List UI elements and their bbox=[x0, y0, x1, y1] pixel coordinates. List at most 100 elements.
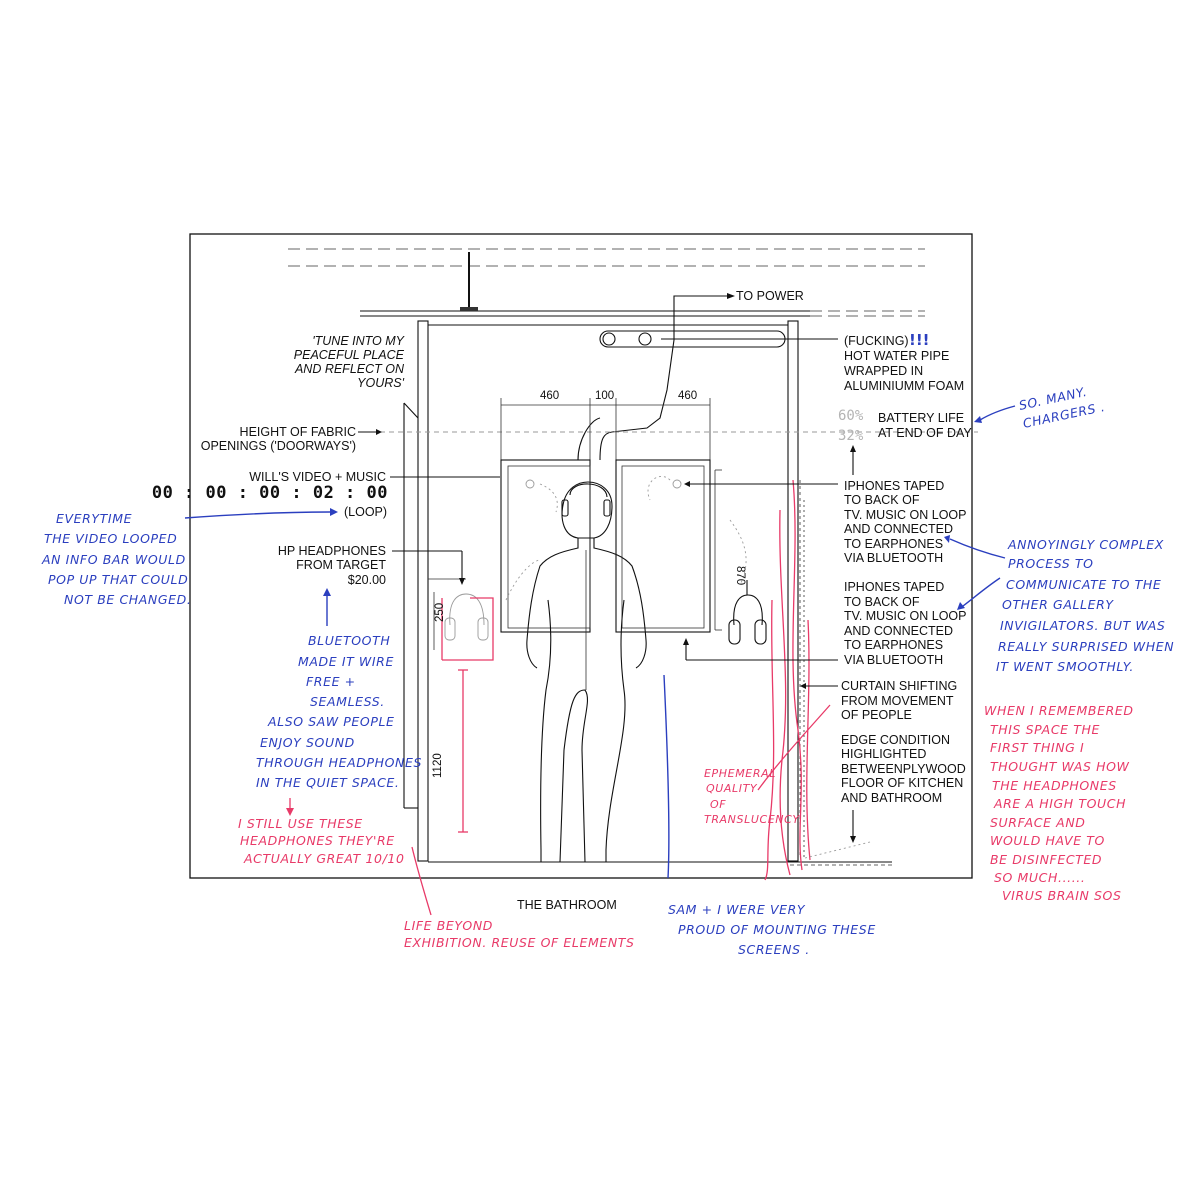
bluetooth-7: THROUGH HEADPHONES bbox=[256, 755, 422, 770]
ephemeral-4: TRANSLUCENCY bbox=[704, 813, 800, 826]
iphones1-line-3: TV. MUSIC ON LOOP bbox=[844, 508, 966, 522]
ephemeral-3: OF bbox=[710, 798, 726, 811]
bluetooth-1: BLUETOOTH bbox=[308, 633, 390, 648]
dim-250: 250 bbox=[434, 603, 446, 622]
when-10: SO MUCH...... bbox=[994, 870, 1085, 885]
hot-water-prefix: (FUCKING) bbox=[844, 334, 909, 348]
dim-870: 870 bbox=[734, 566, 746, 585]
battery-60: 60% bbox=[838, 408, 864, 424]
curtain-line-2: FROM MOVEMENT bbox=[841, 694, 954, 708]
dimension-top bbox=[500, 398, 711, 470]
iphones2-line-2: TO BACK OF bbox=[844, 595, 920, 609]
edge-line-3: BETWEENPLYWOOD bbox=[841, 762, 966, 776]
battery-line-2: AT END OF DAY bbox=[878, 426, 972, 440]
when-1: WHEN I REMEMBERED bbox=[984, 703, 1134, 718]
screens bbox=[500, 459, 747, 633]
drawing-frame bbox=[189, 233, 973, 879]
booth-walls bbox=[403, 320, 799, 862]
red-pen-lines bbox=[286, 597, 831, 916]
bluetooth-8: IN THE QUIET SPACE. bbox=[256, 775, 400, 790]
sam-2: PROUD OF MOUNTING THESE bbox=[678, 922, 876, 937]
to-power-label: TO POWER bbox=[736, 289, 804, 303]
when-3: FIRST THING I bbox=[990, 740, 1084, 755]
iphones1-line-6: VIA BLUETOOTH bbox=[844, 551, 943, 565]
bluetooth-2: MADE IT WIRE bbox=[298, 654, 394, 669]
headphones-right bbox=[728, 580, 767, 645]
sam-3: SCREENS . bbox=[738, 942, 810, 957]
dim-460-left: 460 bbox=[540, 390, 559, 402]
hot-water-line-1: HOT WATER PIPE bbox=[844, 349, 949, 363]
curtain-line-1: CURTAIN SHIFTING bbox=[841, 679, 957, 693]
when-11: VIRUS BRAIN SOS bbox=[1002, 888, 1122, 903]
still-use-2: HEADPHONES THEY'RE bbox=[240, 833, 395, 848]
fabric-line-1: HEIGHT OF FABRIC bbox=[240, 425, 356, 439]
edge-line-1: EDGE CONDITION bbox=[841, 733, 950, 747]
fabric-line-2: OPENINGS ('DOORWAYS') bbox=[201, 439, 356, 453]
everytime-1: EVERYTIME bbox=[56, 511, 132, 526]
still-use-1: I STILL USE THESE bbox=[238, 816, 363, 831]
quote-line-1: 'TUNE INTO MY bbox=[312, 334, 405, 348]
iphones1-line-5: TO EARPHONES bbox=[844, 537, 943, 551]
bluetooth-4: SEAMLESS. bbox=[310, 694, 385, 709]
iphones2-line-3: TV. MUSIC ON LOOP bbox=[844, 609, 966, 623]
leader-lines bbox=[358, 429, 856, 843]
headphones-left bbox=[428, 578, 489, 650]
iphones2-line-1: IPHONES TAPED bbox=[844, 580, 944, 594]
hot-water-line-3: ALUMINIUMM FOAM bbox=[844, 379, 964, 393]
quote-line-3: AND REFLECT ON bbox=[294, 362, 405, 376]
dim-100: 100 bbox=[595, 390, 614, 402]
still-use-3: ACTUALLY GREAT 10/10 bbox=[243, 851, 405, 866]
edge-line-2: HIGHLIGHTED bbox=[841, 747, 926, 761]
ceiling-lines bbox=[288, 248, 925, 317]
when-4: THOUGHT WAS HOW bbox=[990, 759, 1130, 774]
video-loop: (LOOP) bbox=[344, 505, 387, 519]
when-9: BE DISINFECTED bbox=[990, 852, 1102, 867]
everytime-2: THE VIDEO LOOPED bbox=[44, 531, 177, 546]
edge-line-4: FLOOR OF KITCHEN bbox=[841, 776, 963, 790]
when-5: THE HEADPHONES bbox=[992, 778, 1117, 793]
curtain bbox=[764, 479, 811, 881]
headphones-line-1: HP HEADPHONES bbox=[278, 544, 386, 558]
quote-line-2: PEACEFUL PLACE bbox=[294, 348, 405, 362]
when-7: SURFACE AND bbox=[990, 815, 1086, 830]
edge-line-5: AND BATHROOM bbox=[841, 791, 942, 805]
iphones1-line-2: TO BACK OF bbox=[844, 493, 920, 507]
when-6: ARE A HIGH TOUCH bbox=[993, 796, 1126, 811]
iphones1-line-4: AND CONNECTED bbox=[844, 522, 953, 536]
battery-line-1: BATTERY LIFE bbox=[878, 411, 964, 425]
iphones1-line-1: IPHONES TAPED bbox=[844, 479, 944, 493]
hot-water-exclaim: !!! bbox=[909, 331, 930, 349]
everytime-4: POP UP THAT COULD bbox=[48, 572, 188, 587]
annoyingly-6: REALLY SURPRISED WHEN bbox=[998, 639, 1174, 654]
battery-32: 32% bbox=[838, 428, 864, 444]
headphones-line-2: FROM TARGET bbox=[296, 558, 386, 572]
blue-pen-lines bbox=[184, 405, 1016, 879]
bluetooth-5: ALSO SAW PEOPLE bbox=[267, 714, 395, 729]
ephemeral-1: EPHEMERAL bbox=[704, 767, 776, 780]
dim-1120: 1120 bbox=[432, 753, 444, 778]
iphones2-line-4: AND CONNECTED bbox=[844, 624, 953, 638]
iphones2-line-6: VIA BLUETOOTH bbox=[844, 653, 943, 667]
bathroom-label: THE BATHROOM bbox=[517, 898, 617, 912]
power-cable bbox=[577, 293, 735, 461]
hot-water-pipe bbox=[599, 330, 838, 348]
everytime-3: AN INFO BAR WOULD bbox=[41, 552, 186, 567]
bluetooth-3: FREE + bbox=[306, 674, 356, 689]
annoyingly-1: ANNOYINGLY COMPLEX bbox=[1007, 537, 1164, 552]
when-2: THIS SPACE THE bbox=[990, 722, 1100, 737]
annoyingly-2: PROCESS TO bbox=[1008, 556, 1094, 571]
annoyingly-7: IT WENT SMOOTHLY. bbox=[996, 659, 1134, 674]
everytime-5: NOT BE CHANGED. bbox=[64, 592, 191, 607]
headphones-line-3: $20.00 bbox=[348, 573, 386, 587]
when-8: WOULD HAVE TO bbox=[990, 833, 1105, 848]
person-figure bbox=[526, 481, 647, 863]
bluetooth-6: ENJOY SOUND bbox=[260, 735, 355, 750]
ceiling-rod bbox=[460, 252, 478, 311]
sam-1: SAM + I WERE VERY bbox=[668, 902, 806, 917]
annoyingly-4: OTHER GALLERY bbox=[1002, 597, 1114, 612]
curtain-line-3: OF PEOPLE bbox=[841, 708, 912, 722]
life-beyond-2: EXHIBITION. REUSE OF ELEMENTS bbox=[404, 935, 635, 950]
life-beyond-1: LIFE BEYOND bbox=[404, 918, 493, 933]
iphones2-line-5: TO EARPHONES bbox=[844, 638, 943, 652]
